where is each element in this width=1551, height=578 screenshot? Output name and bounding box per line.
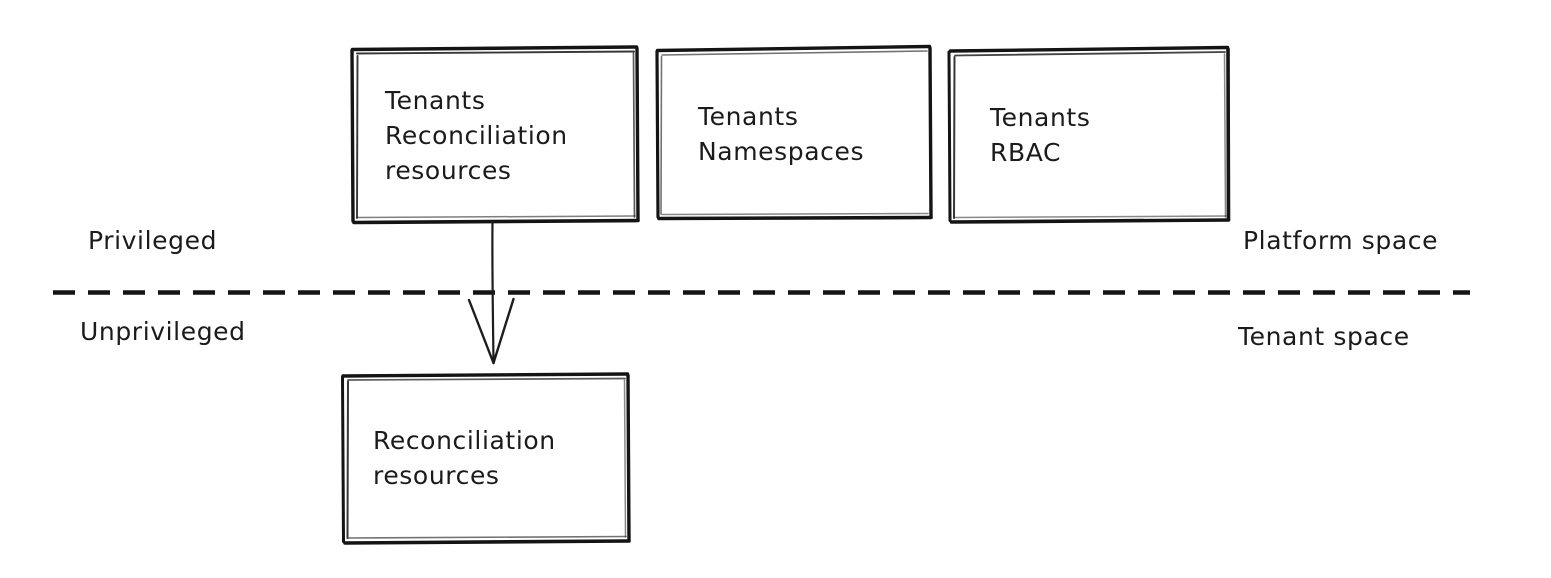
- divider-label-unprivileged: Unprivileged: [80, 317, 246, 346]
- node-label: Reconciliation resources: [373, 426, 556, 490]
- divider-label-tenant-space: Tenant space: [1238, 322, 1410, 351]
- node-tenants-rbac[interactable]: Tenants RBAC: [948, 48, 1230, 222]
- edge-tenants-reconciliation-to-reconciliation: [467, 220, 515, 365]
- divider-label-platform-space: Platform space: [1243, 226, 1439, 255]
- divider-label-privileged: Privileged: [88, 226, 218, 255]
- node-reconciliation-resources[interactable]: Reconciliation resources: [340, 373, 630, 543]
- node-label: Tenants Namespaces: [698, 101, 865, 166]
- node-tenants-namespaces[interactable]: Tenants Namespaces: [656, 48, 933, 219]
- node-label: Tenants RBAC: [990, 103, 1091, 167]
- node-label: Tenants Reconciliation resources: [385, 85, 568, 185]
- node-tenants-reconciliation-resources[interactable]: Tenants Reconciliation resources: [350, 47, 640, 223]
